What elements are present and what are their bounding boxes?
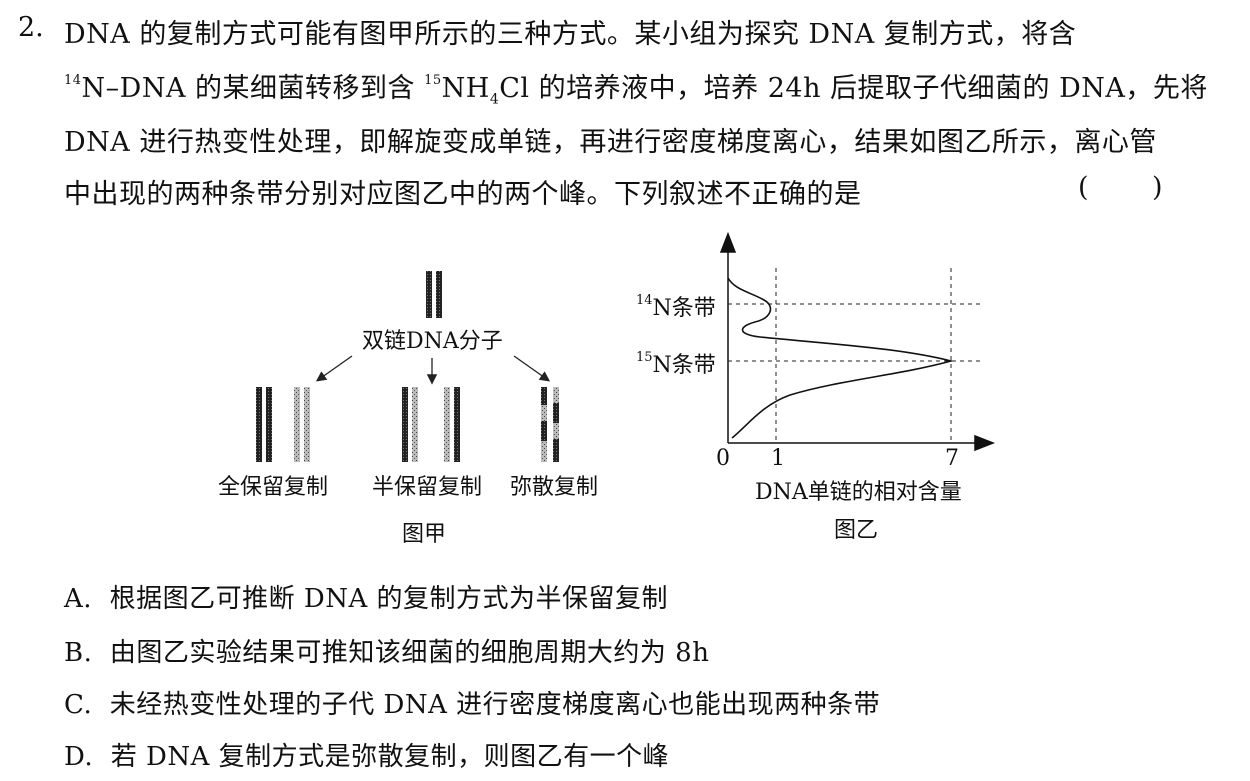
figure-a-mode-conservative: 全保留复制 — [218, 475, 329, 500]
parent-strand-left — [426, 271, 432, 318]
option-d-letter: D. — [64, 742, 94, 772]
parent-strand-right — [436, 271, 442, 318]
semiconservative-strand — [444, 387, 450, 462]
conservative-strand — [266, 387, 272, 462]
question-line-4: 中出现的两种条带分别对应图乙中的两个峰。下列叙述不正确的是 — [64, 179, 862, 210]
option-c-letter: C. — [64, 690, 93, 720]
answer-paren-right: ) — [1152, 172, 1163, 203]
option-a-text: 根据图乙可推断 DNA 的复制方式为半保留复制 — [109, 584, 668, 614]
band-15n-sup: 15 — [636, 349, 653, 365]
semiconservative-strand — [412, 387, 418, 462]
question-line-2-b: NH — [441, 73, 490, 104]
arrow-right — [513, 355, 551, 382]
figure-a-mode-dispersive: 弥散复制 — [510, 475, 599, 500]
question-line-2: 14N–DNA 的某细菌转移到含 15NH4Cl 的培养液中，培养 24h 后提… — [64, 66, 1208, 107]
superscript-14: 14 — [64, 73, 82, 88]
option-c: C. 未经热变性处理的子代 DNA 进行密度梯度离心也能出现两种条带 — [64, 684, 880, 721]
conservative-strand — [304, 387, 310, 462]
arrow-left — [315, 355, 353, 382]
dispersive-strands — [541, 387, 559, 462]
subscript-4: 4 — [489, 91, 500, 108]
figure-a-mode-semiconservative: 半保留复制 — [372, 475, 483, 500]
option-b-text: 由图乙实验结果可推知该细菌的细胞周期大约为 8h — [109, 638, 710, 668]
option-d: D. 若 DNA 复制方式是弥散复制，则图乙有一个峰 — [64, 736, 669, 773]
band-14n-sup: 14 — [636, 292, 653, 308]
question-line-2-a: N–DNA 的某细菌转移到含 — [81, 73, 425, 104]
semiconservative-strand — [402, 387, 408, 462]
conservative-strand — [256, 387, 262, 462]
semiconservative-strand — [454, 387, 460, 462]
option-b-letter: B. — [64, 638, 93, 668]
figure-a-caption: 图甲 — [402, 522, 447, 547]
option-c-text: 未经热变性处理的子代 DNA 进行密度梯度离心也能出现两种条带 — [109, 690, 881, 720]
question-line-1: DNA 的复制方式可能有图甲所示的三种方式。某小组为探究 DNA 复制方式，将含 — [64, 19, 1077, 50]
figure-b-xlabel: DNA单链的相对含量 — [755, 480, 962, 505]
option-a: A. 根据图乙可推断 DNA 的复制方式为半保留复制 — [64, 578, 668, 615]
figure-b-curve — [727, 277, 955, 439]
option-a-letter: A. — [64, 584, 93, 614]
option-b: B. 由图乙实验结果可推知该细菌的细胞周期大约为 8h — [64, 632, 709, 669]
figure-b-caption: 图乙 — [834, 518, 879, 543]
option-d-text: 若 DNA 复制方式是弥散复制，则图乙有一个峰 — [110, 742, 670, 772]
question-line-2-c: Cl 的培养液中，培养 24h 后提取子代细菌的 DNA，先将 — [499, 73, 1208, 104]
band-15n-text: N条带 — [652, 353, 716, 378]
band-15n-label: 15N条带 — [636, 347, 716, 379]
figure-b-axes — [719, 231, 996, 452]
figure-a-top-label: 双链DNA分子 — [362, 329, 503, 354]
figure-b-tick-1: 1 — [771, 446, 785, 471]
question-number: 2. — [18, 12, 44, 43]
figure-b-tick-7: 7 — [945, 446, 959, 471]
figure-b-origin: 0 — [716, 446, 730, 471]
figure-b-guides — [728, 268, 980, 443]
band-14n-text: N条带 — [652, 296, 716, 321]
conservative-strand — [294, 387, 300, 462]
superscript-15: 15 — [424, 73, 442, 88]
band-14n-label: 14N条带 — [636, 290, 716, 322]
question-line-3: DNA 进行热变性处理，即解旋变成单链，再进行密度梯度离心，结果如图乙所示，离心… — [64, 127, 1157, 158]
answer-paren-left: ( — [1078, 172, 1089, 203]
